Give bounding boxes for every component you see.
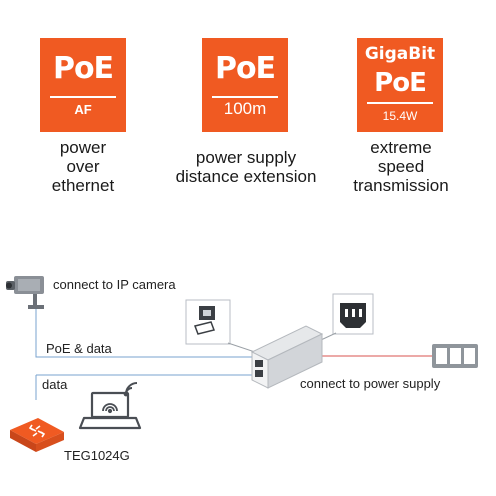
blue-connection-lines: [35, 300, 256, 400]
badge-title: PoE: [52, 51, 114, 86]
badge-subtitle: AF: [74, 102, 92, 117]
badge-subtitle: 15.4W: [382, 109, 418, 123]
badge-title: PoE: [214, 51, 276, 86]
wall-outlet-icon: [432, 344, 478, 368]
ip-camera-icon: [6, 276, 44, 309]
badge-subtitle: 100m: [223, 99, 267, 118]
poe-data-label: PoE & data: [46, 341, 112, 356]
caption-line: transmission: [353, 176, 449, 195]
poe-af-badge: PoE AF: [40, 38, 126, 132]
camera-label: connect to IP camera: [53, 277, 176, 292]
caption-line: over: [66, 157, 100, 176]
caption-line: distance extension: [175, 167, 317, 186]
badge-title: PoE: [374, 68, 427, 98]
caption-line: speed: [377, 157, 425, 176]
laptop-icon: [78, 391, 142, 430]
power-supply-label: connect to power supply: [300, 376, 441, 391]
feature-caption-3: extreme speed transmission: [336, 138, 466, 195]
wifi-icon: [123, 382, 138, 397]
ethernet-port-icon: [185, 299, 231, 345]
caption-line: power supply: [195, 148, 297, 167]
callout-line: [227, 342, 256, 353]
badge-divider: [212, 96, 278, 98]
badge-divider: [50, 96, 116, 98]
router-model-label: TEG1024G: [64, 448, 130, 463]
poe-100m-badge: PoE 100m: [202, 38, 288, 132]
gigabit-poe-badge: GigaBit PoE 15.4W: [357, 38, 443, 132]
caption-line: ethernet: [51, 176, 115, 195]
data-label: data: [42, 377, 68, 392]
caption-line: extreme: [370, 138, 432, 157]
caption-line: power: [59, 138, 107, 157]
badge-title-top: GigaBit: [364, 44, 436, 64]
router-icon: [10, 418, 64, 452]
feature-caption-2: power supply distance extension: [160, 148, 332, 186]
feature-caption-1: power over ethernet: [20, 138, 146, 195]
poe-injector-icon: [250, 325, 324, 389]
badge-divider: [367, 102, 433, 104]
power-socket-icon: [332, 293, 374, 335]
